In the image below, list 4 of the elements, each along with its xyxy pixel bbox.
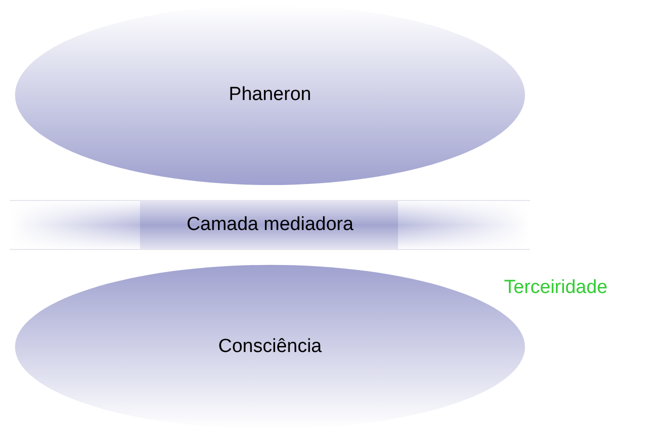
- node-label: Camada mediadora: [186, 212, 354, 237]
- side-label: Terceiridade: [504, 276, 608, 300]
- node-label: Consciência: [218, 334, 322, 359]
- node-label: Phaneron: [228, 82, 312, 107]
